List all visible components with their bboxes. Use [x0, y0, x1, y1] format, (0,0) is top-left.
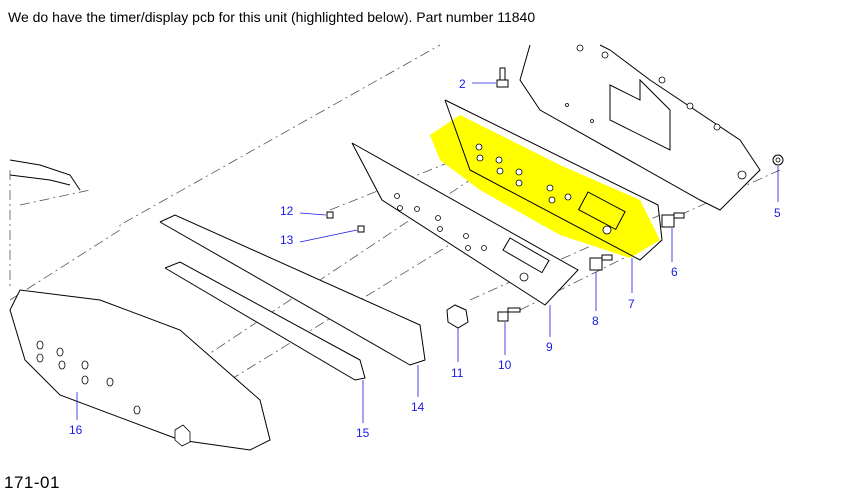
leader-lines [76, 82, 779, 423]
panel-holes [394, 193, 529, 282]
standoff-8 [589, 254, 613, 271]
pcb-holes [475, 143, 612, 235]
callout-2: 2 [459, 77, 466, 91]
callout-14: 14 [411, 400, 425, 414]
callout-9: 9 [546, 340, 553, 354]
chassis-bracket [609, 78, 671, 151]
panel-window [502, 237, 550, 274]
side-panel-holes [36, 340, 191, 447]
knob-11 [446, 304, 469, 329]
callout-6: 6 [671, 265, 678, 279]
clip-13 [357, 225, 365, 233]
callout-5: 5 [774, 206, 781, 220]
timer-display-pcb [444, 99, 663, 261]
chassis-holes [565, 44, 747, 180]
figure-id: 171-01 [4, 473, 60, 492]
nut-5 [772, 154, 784, 166]
trim-strip-15 [164, 261, 366, 381]
screw-10 [497, 307, 521, 322]
callout-13: 13 [280, 233, 294, 247]
callout-12: 12 [280, 204, 294, 218]
callout-11: 11 [451, 366, 464, 380]
chassis-top [519, 44, 761, 211]
callout-8: 8 [592, 314, 599, 328]
assembly-line [9, 44, 441, 301]
clip-12 [326, 211, 334, 219]
pcb-display [577, 191, 626, 231]
screw-2 [496, 67, 509, 88]
frame-rail [9, 159, 81, 191]
callout-16: 16 [69, 423, 83, 437]
standoff-6 [661, 212, 685, 228]
callout-7: 7 [628, 297, 635, 311]
callout-10: 10 [498, 358, 512, 372]
side-panel-16 [9, 289, 271, 451]
trim-panel-14 [159, 214, 426, 366]
callout-15: 15 [356, 426, 370, 440]
caption-text: We do have the timer/display pcb for thi… [8, 9, 536, 25]
front-panel [351, 142, 579, 306]
